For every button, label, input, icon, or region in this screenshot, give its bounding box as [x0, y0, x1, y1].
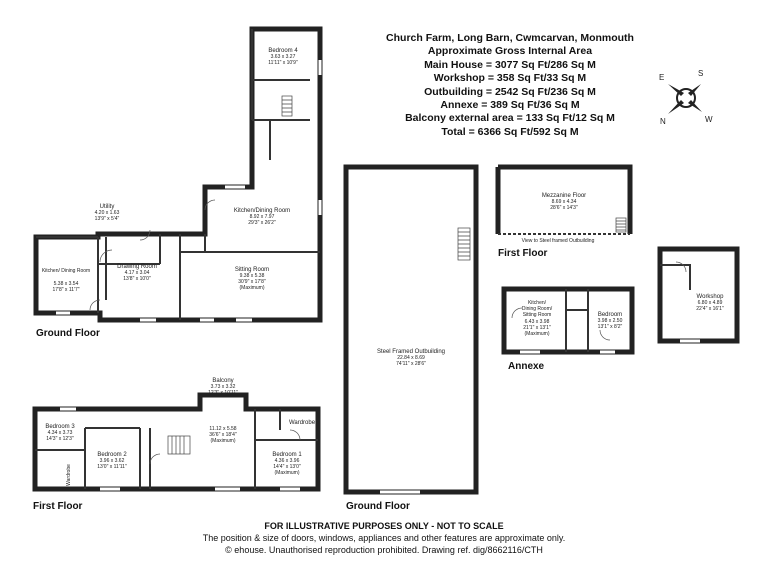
- kitchen-dining-ft: 29'3" x 26'2": [248, 220, 276, 226]
- annexe-walls: [501, 286, 635, 355]
- annexe-kitchen-name-2: Dining Room/: [522, 306, 553, 312]
- bedroom2-ft: 13'0" x 11'11": [97, 464, 127, 470]
- sitting-room-m: 9.38 x 5.38: [240, 273, 265, 279]
- svg-text:W: W: [705, 115, 713, 124]
- utility-ft: 13'9" x 5'4": [95, 216, 120, 222]
- balcony-m: 3.73 x 3.32: [211, 384, 236, 390]
- kitchen2-ft: 17'8" x 11'7": [52, 287, 79, 293]
- kitchen2-name: Kitchen/ Dining Room: [42, 268, 90, 274]
- wardrobe-left: Wardrobe: [66, 464, 72, 486]
- area-summary: Church Farm, Long Barn, Cwmcarvan, Monmo…: [370, 32, 650, 139]
- workshop-m: 6.80 x 4.89: [698, 300, 723, 306]
- kitchen-dining-name: Kitchen/Dining Room: [234, 208, 290, 214]
- wardrobe-right: Wardrobe: [289, 420, 316, 426]
- drawing-room-ft: 13'8" x 10'0": [123, 276, 151, 282]
- utility-name: Utility: [100, 204, 115, 210]
- ground-floor-main-walls: [33, 26, 323, 323]
- landing-note: (Maximum): [211, 438, 236, 444]
- annexe-kitchen-note: (Maximum): [525, 331, 550, 337]
- first-floor-outbuilding-label: First Floor: [498, 248, 548, 259]
- landing-m: 11.12 x 5.58: [209, 426, 236, 432]
- workshop-walls: [657, 246, 740, 344]
- workshop-name: Workshop: [697, 294, 725, 300]
- footer: FOR ILLUSTRATIVE PURPOSES ONLY - NOT TO …: [0, 520, 768, 556]
- bedroom3-ft: 14'3" x 12'3": [46, 436, 74, 442]
- svg-text:S: S: [698, 69, 703, 78]
- kitchen2-m: 5.38 x 3.54: [54, 281, 79, 287]
- area-main-house: Main House = 3077 Sq Ft/286 Sq M: [424, 58, 596, 71]
- area-annexe: Annexe = 389 Sq Ft/36 Sq M: [440, 99, 580, 112]
- ground-floor-outbuilding-label: Ground Floor: [346, 501, 410, 512]
- bedroom1-ft: 14'4" x 13'0": [273, 464, 301, 470]
- view-note: View to Steel framed Outbuilding: [522, 238, 595, 244]
- area-balcony: Balcony external area = 133 Sq Ft/12 Sq …: [405, 112, 615, 125]
- sitting-room-note: (Maximum): [240, 285, 265, 291]
- mezzanine-ft: 28'6" x 14'3": [550, 205, 578, 211]
- workshop-ft: 22'4" x 16'1": [696, 306, 724, 312]
- steel-outbuilding-m: 22.84 x 8.69: [397, 355, 425, 361]
- annexe-bedroom-name: Bedroom: [598, 312, 622, 318]
- annexe-bedroom-ft: 13'1" x 8'2": [598, 324, 623, 330]
- utility-m: 4.20 x 1.63: [95, 210, 120, 216]
- bedroom3-name: Bedroom 3: [45, 424, 75, 430]
- first-floor-main-walls: [32, 392, 321, 492]
- mezzanine-walls: [498, 164, 633, 234]
- svg-text:E: E: [659, 73, 664, 82]
- mezzanine-m: 8.69 x 4.34: [552, 199, 577, 205]
- drawing-room-m: 4.17 x 3.04: [125, 270, 150, 276]
- bedroom1-m: 4.36 x 3.96: [275, 458, 300, 464]
- annexe-kitchen-ft: 21'1" x 13'1": [523, 325, 551, 331]
- balcony-name: Balcony: [212, 378, 233, 384]
- bedroom2-name: Bedroom 2: [97, 452, 127, 458]
- svg-text:N: N: [660, 117, 666, 126]
- sitting-room-name: Sitting Room: [235, 267, 269, 273]
- bedroom3-m: 4.34 x 3.73: [48, 430, 73, 436]
- ground-floor-label: Ground Floor: [36, 328, 100, 339]
- area-workshop: Workshop = 358 Sq Ft/33 Sq M: [433, 72, 587, 85]
- annexe-kitchen-name-3: Sitting Room: [523, 312, 552, 318]
- compass-icon: E S N W: [659, 69, 713, 126]
- area-total: Total = 6366 Sq Ft/592 Sq M: [441, 125, 579, 138]
- landing-ft: 36'6" x 18'4": [209, 432, 237, 438]
- approximate-note: The position & size of doors, windows, a…: [202, 533, 566, 543]
- bedroom1-note: (Maximum): [275, 470, 300, 476]
- annexe-kitchen-name-1: Kitchen/: [528, 300, 547, 306]
- first-floor-label: First Floor: [33, 501, 83, 512]
- drawing-room-name: Drawing Room: [117, 264, 157, 270]
- property-address: Church Farm, Long Barn, Cwmcarvan, Monmo…: [386, 32, 634, 44]
- bedroom4-m: 3.63 x 3.27: [271, 54, 296, 60]
- bedroom4-name: Bedroom 4: [268, 48, 298, 54]
- bedroom2-m: 3.96 x 3.62: [100, 458, 125, 464]
- annexe-label: Annexe: [508, 361, 545, 372]
- copyright: © ehouse. Unauthorised reproduction proh…: [225, 545, 543, 555]
- balcony-ft: 12'3" x 10'11": [208, 390, 238, 396]
- steel-outbuilding-name: Steel Framed Outbuilding: [377, 349, 445, 355]
- bedroom4-ft: 11'11" x 10'9": [268, 60, 298, 66]
- annexe-kitchen-m: 6.43 x 3.98: [525, 319, 550, 325]
- disclaimer: FOR ILLUSTRATIVE PURPOSES ONLY - NOT TO …: [264, 521, 504, 531]
- area-title: Approximate Gross Internal Area: [427, 45, 593, 58]
- annexe-bedroom-m: 3.98 x 2.50: [598, 318, 623, 324]
- kitchen-dining-m: 8.92 x 7.97: [250, 214, 275, 220]
- area-outbuilding: Outbuilding = 2542 Sq Ft/236 Sq M: [424, 85, 596, 98]
- sitting-room-ft: 30'9" x 17'8": [238, 279, 266, 285]
- steel-outbuilding-walls: [343, 164, 479, 495]
- mezzanine-name: Mezzanine Floor: [542, 193, 586, 199]
- steel-outbuilding-ft: 74'11" x 28'6": [396, 361, 426, 367]
- bedroom1-name: Bedroom 1: [272, 452, 302, 458]
